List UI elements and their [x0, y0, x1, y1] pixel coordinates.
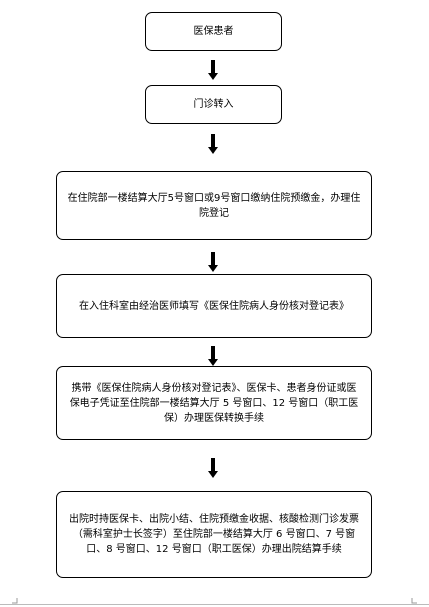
step-insurance-conversion-box: 携带《医保住院病人身份核对登记表》、医保卡、患者身份证或医保电子凭证至住院部一楼…: [56, 366, 372, 440]
arrow-down-3: [208, 252, 218, 272]
step-discharge-settlement-box: 出院时持医保卡、出院小结、住院预缴金收据、核酸检测门诊发票（需科室护士长签字）至…: [56, 491, 372, 578]
arrow-down-4: [208, 346, 218, 366]
arrow-down-1: [208, 60, 218, 80]
step-patient-label: 医保患者: [193, 26, 234, 37]
arrow-down-2: [208, 134, 218, 154]
step-outpatient-transfer-label: 门诊转入: [193, 99, 234, 110]
step-insurance-conversion-label: 携带《医保住院病人身份核对登记表》、医保卡、患者身份证或医保电子凭证至住院部一楼…: [69, 382, 359, 424]
step-identity-form-label: 在入住科室由经治医师填写《医保住院病人身份核对登记表》: [79, 300, 349, 312]
step-outpatient-transfer-box: 门诊转入: [145, 85, 282, 124]
step-patient-box: 医保患者: [145, 12, 282, 51]
step-identity-form-box: 在入住科室由经治医师填写《医保住院病人身份核对登记表》: [56, 274, 372, 338]
crop-mark-right: [411, 598, 417, 604]
crop-mark-left: [12, 598, 18, 604]
bottom-divider: [0, 604, 429, 605]
step-discharge-settlement-label: 出院时持医保卡、出院小结、住院预缴金收据、核酸检测门诊发票（需科室护士长签字）至…: [69, 514, 359, 555]
arrow-down-5: [208, 458, 218, 478]
step-deposit-registration-box: 在住院部一楼结算大厅5号窗口或9号窗口缴纳住院预缴金，办理住院登记: [56, 171, 372, 240]
step-deposit-registration-label: 在住院部一楼结算大厅5号窗口或9号窗口缴纳住院预缴金，办理住院登记: [67, 192, 361, 219]
